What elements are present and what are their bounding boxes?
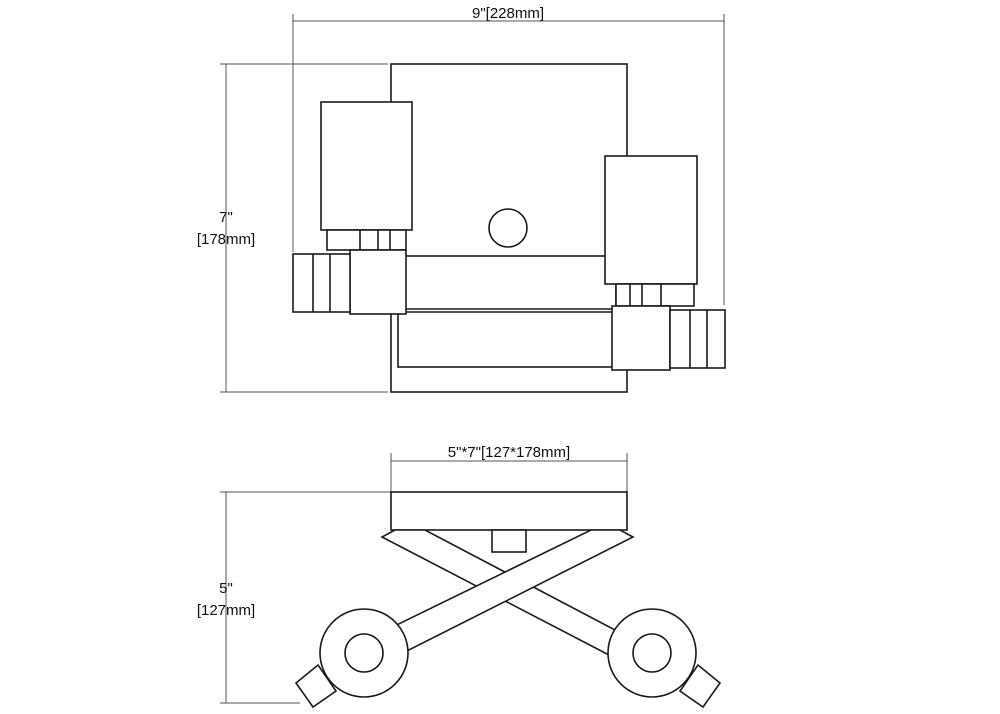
- left-shade: [320, 101, 413, 231]
- left-socket: [326, 229, 407, 251]
- mounting-knob: [488, 208, 528, 248]
- left-arm-end: [292, 253, 351, 313]
- height-dimension: 7" [178mm]: [197, 63, 388, 393]
- right-socket-center: [632, 633, 672, 673]
- depth-label-in: 5": [219, 580, 233, 597]
- left-socket-center: [344, 633, 384, 673]
- side-view: [294, 491, 722, 709]
- height-label-mm: [178mm]: [197, 231, 255, 248]
- width-dimension: 9"[228mm]: [292, 5, 725, 305]
- side-backplate: [390, 491, 628, 531]
- right-socket: [615, 283, 695, 307]
- depth-label-mm: [127mm]: [197, 602, 255, 619]
- right-arm-end: [669, 309, 726, 369]
- right-switch: [678, 663, 722, 709]
- backplate-label: 5"*7"[127*178mm]: [448, 444, 570, 461]
- backplate-dimension: 5"*7"[127*178mm]: [390, 444, 628, 492]
- depth-dimension: 5" [127mm]: [197, 491, 391, 704]
- height-label-in: 7": [219, 209, 233, 226]
- front-view: [292, 63, 726, 393]
- width-label: 9"[228mm]: [472, 5, 544, 22]
- right-joint: [611, 305, 671, 371]
- left-joint: [349, 249, 407, 315]
- center-stem: [491, 529, 527, 553]
- left-switch: [294, 663, 338, 709]
- right-shade: [604, 155, 698, 285]
